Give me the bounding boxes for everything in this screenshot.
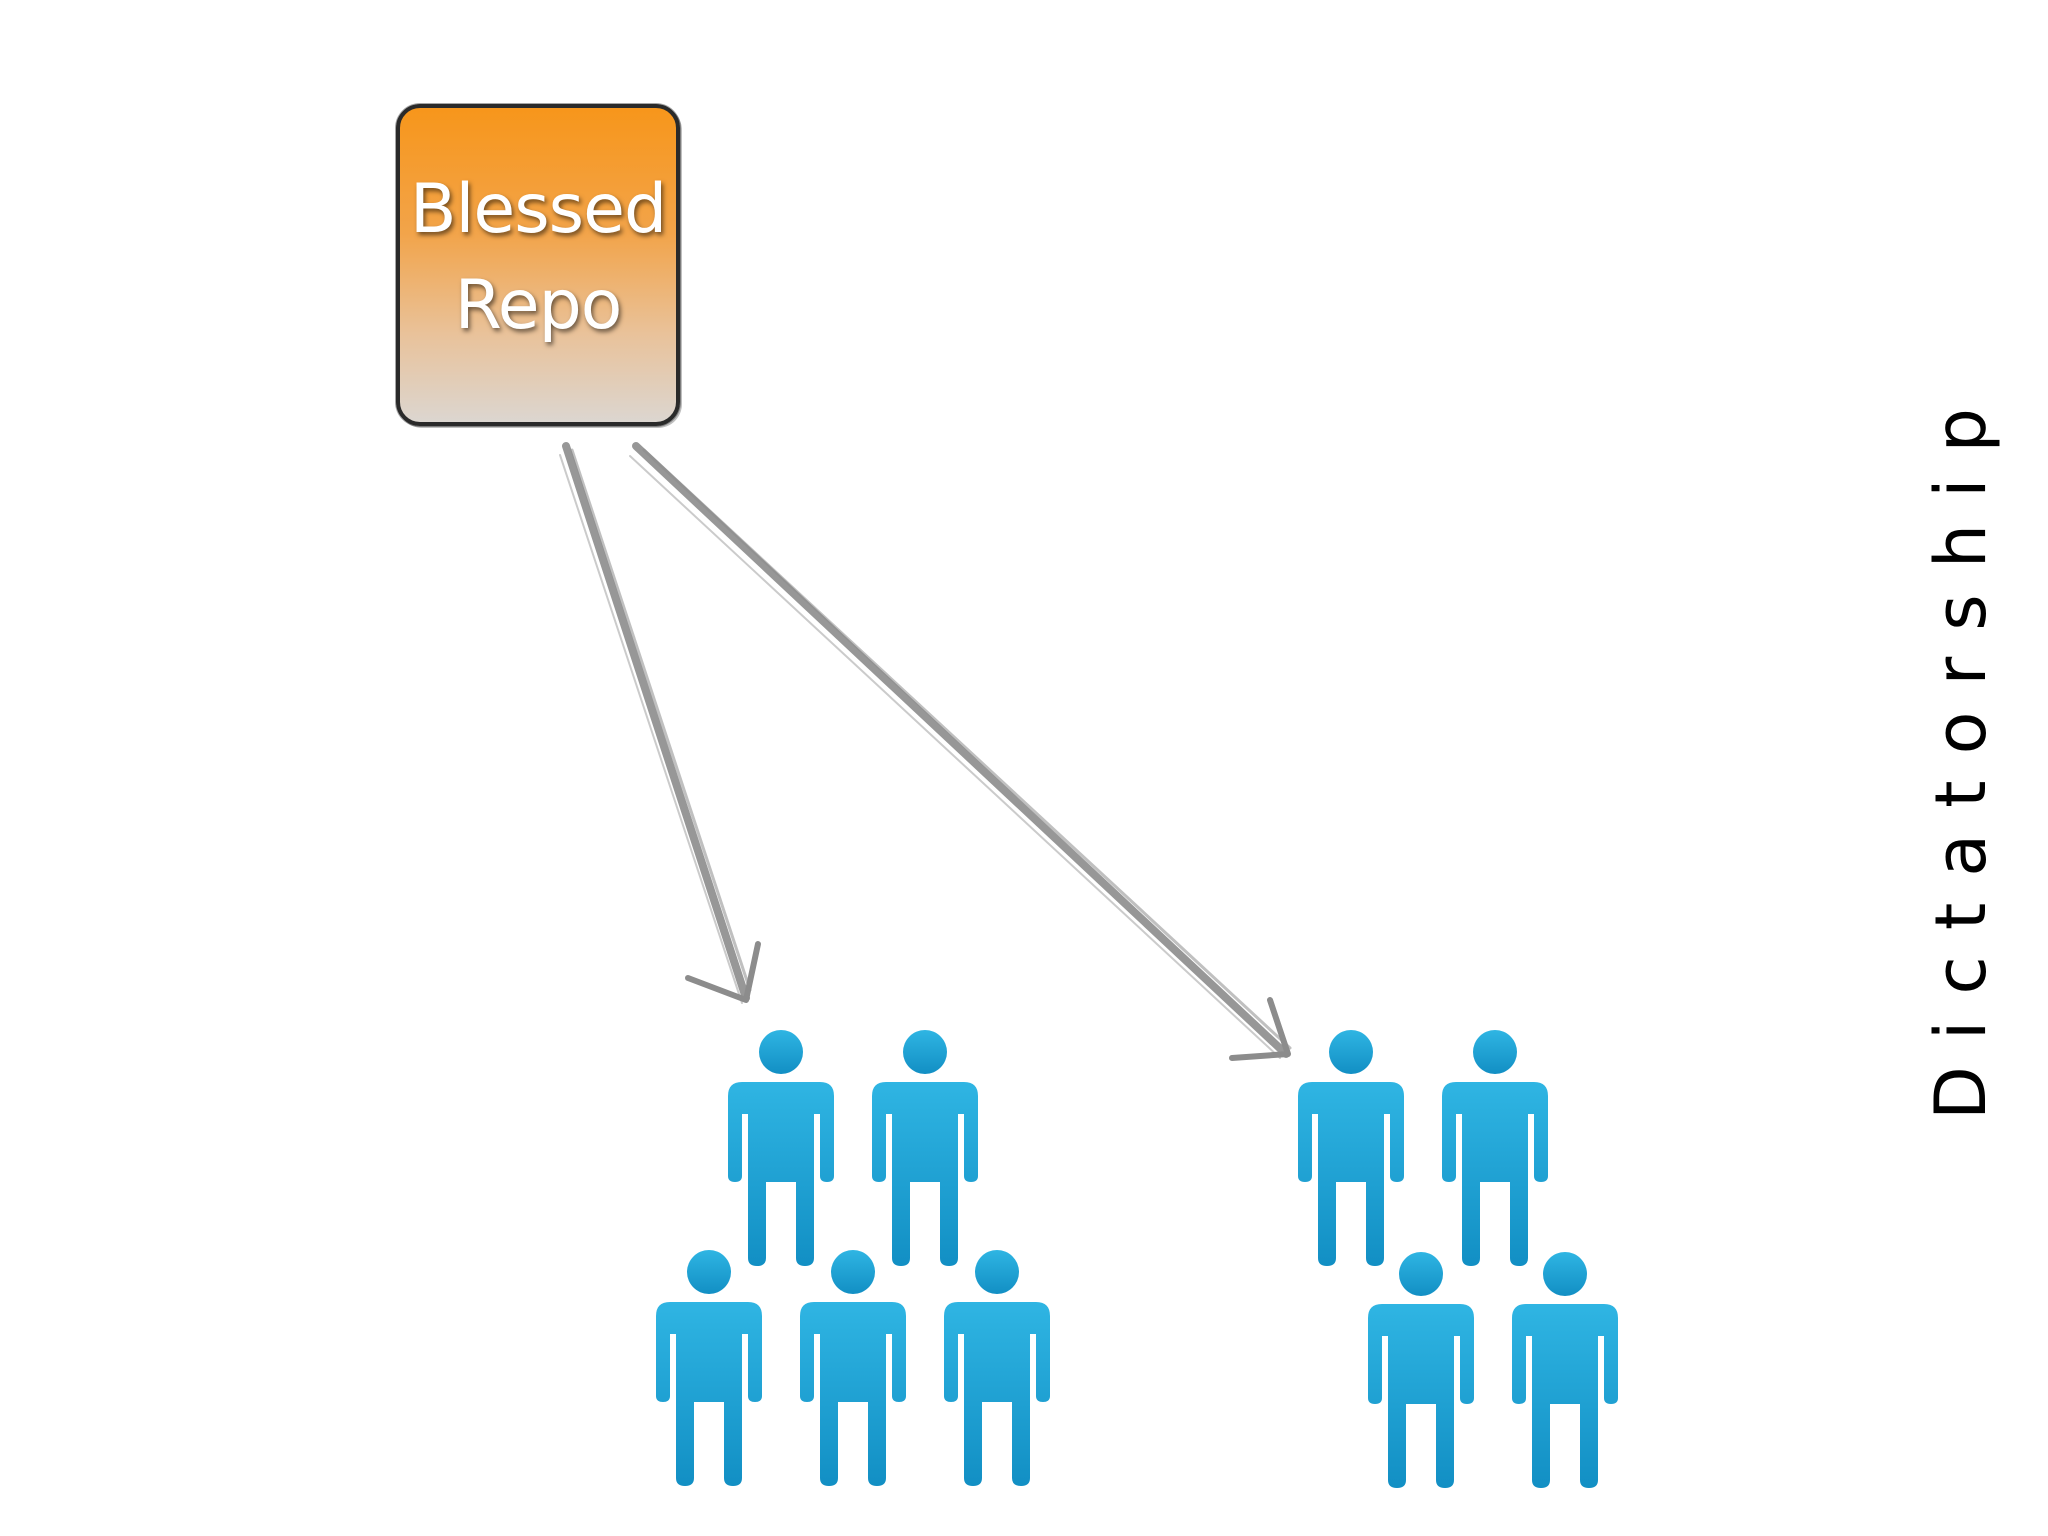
person-icon bbox=[1298, 1030, 1404, 1266]
repo-label-line2: Repo bbox=[454, 266, 623, 345]
person-icon bbox=[1368, 1252, 1474, 1488]
repo-label-line1: Blessed bbox=[409, 170, 667, 249]
blessed-repo-node: Blessed Repo bbox=[396, 104, 680, 426]
person-icon bbox=[1442, 1030, 1548, 1266]
person-icon bbox=[944, 1250, 1050, 1486]
side-label-dictatorship: Dictatorship bbox=[1920, 382, 2002, 1120]
person-icon bbox=[728, 1030, 834, 1266]
person-icon bbox=[1512, 1252, 1618, 1488]
arrow-to-group-1 bbox=[559, 442, 761, 1004]
arrow-to-group-2 bbox=[629, 442, 1292, 1061]
person-icon bbox=[872, 1030, 978, 1266]
person-icon bbox=[800, 1250, 906, 1486]
person-icon bbox=[656, 1250, 762, 1486]
